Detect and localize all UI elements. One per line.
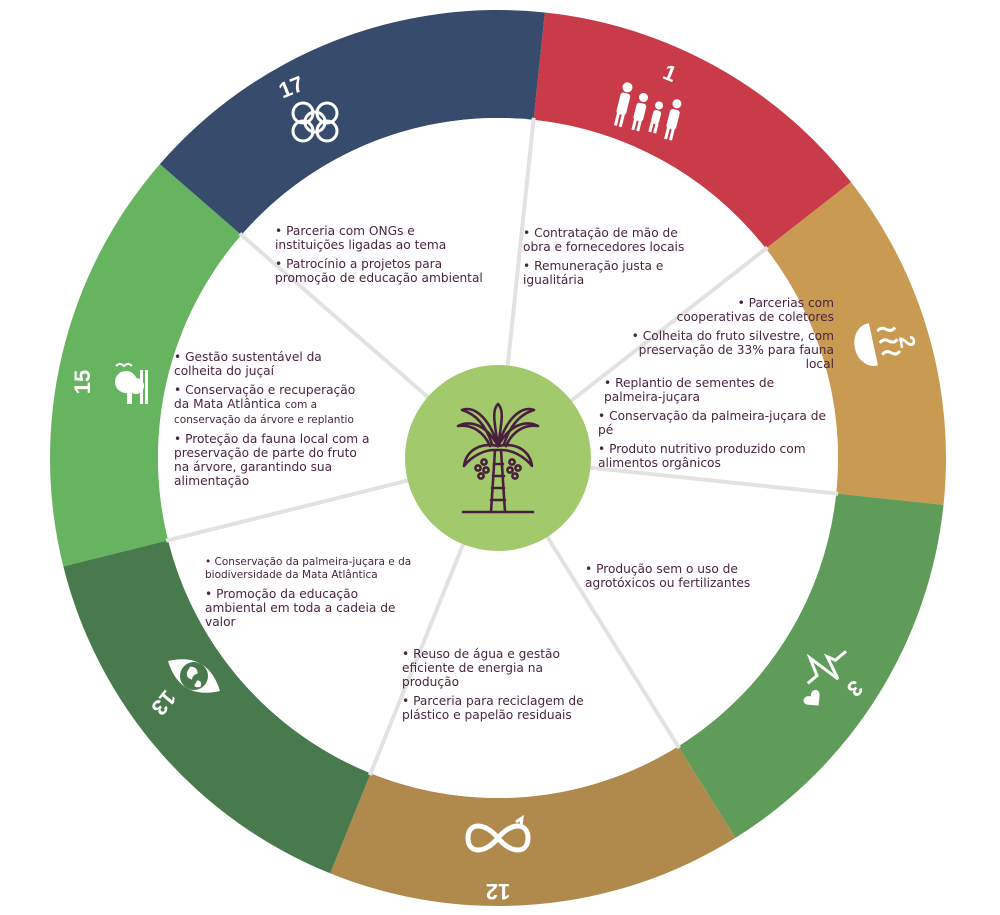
family-icon <box>613 82 682 141</box>
heartbeat-icon <box>803 650 848 706</box>
sdg-12-item: • Parceria para reciclagem de plástico e… <box>402 694 584 722</box>
sdg-2-item: • Colheita do fruto silvestre, com prese… <box>631 329 834 371</box>
spoke-line <box>238 232 432 401</box>
sdg-12-item: • Reuso de água e gestão eficiente de en… <box>402 647 560 689</box>
sdg-15-item: • Conservação e recuperação da Mata Atlâ… <box>174 383 374 427</box>
sdg-13-segment <box>63 540 371 874</box>
food-bowl-icon <box>854 323 902 366</box>
sdg-13-text-block: • Conservação da palmeira-juçara e da bi… <box>205 556 415 634</box>
sdg-15-item: • Gestão sustentável da colheita do juça… <box>174 350 322 378</box>
center-disc <box>405 365 591 551</box>
sdg-17-item: • Patrocínio a projetos para promoção de… <box>275 257 483 285</box>
sdg-12-segment <box>330 746 736 906</box>
sdg-15-item: • Proteção da fauna local com a preserva… <box>174 432 370 488</box>
sdg-17-text-block: • Parceria com ONGs e instituições ligad… <box>275 224 485 290</box>
sdg-15-item-main: • Conservação e recuperação da Mata Atlâ… <box>174 383 356 411</box>
sdg-15-segment <box>50 164 242 567</box>
spoke-line <box>165 477 412 543</box>
sdg-17-segment <box>159 10 545 235</box>
sdg-1-item: • Remuneração justa e igualitária <box>523 259 664 287</box>
sdg-15-number: 15 <box>70 370 95 394</box>
sdg-1-item: • Contratação de mão de obra e fornecedo… <box>523 226 685 254</box>
infinity-loop-icon <box>465 814 531 853</box>
spokes <box>165 117 839 776</box>
sdg-2-number: 2 <box>894 333 921 349</box>
sdg-15-item-small: com a conservação da árvore e replantio <box>174 399 354 426</box>
sdg-12-number: 12 <box>486 879 510 904</box>
sdg-2-text-block: • Parcerias com cooperativas de coletore… <box>598 296 834 475</box>
spoke-line <box>543 533 681 750</box>
sdg-3-segment <box>678 493 944 838</box>
sdg-13-item: • Conservação da palmeira-juçara e da bi… <box>205 556 412 581</box>
sdg-2-item: • Parcerias com cooperativas de coletore… <box>676 296 834 324</box>
sdg-15-text-block: • Gestão sustentável da colheita do juça… <box>174 350 374 493</box>
tree-birds-icon <box>115 363 148 404</box>
sdg-17-item: • Parceria com ONGs e instituições ligad… <box>275 224 447 252</box>
sdg-2-item: • Replantio de sementes de palmeira-juça… <box>604 376 775 404</box>
interlocking-rings-icon <box>291 101 339 143</box>
sdg-13-item: • Promoção da educação ambiental em toda… <box>205 587 396 629</box>
spoke-line <box>567 245 769 405</box>
eye-globe-icon <box>168 659 220 693</box>
spoke-line <box>368 540 467 776</box>
sdg-1-text-block: • Contratação de mão de obra e fornecedo… <box>523 226 693 292</box>
sdg-2-item: • Conservação da palmeira-juçara de pé <box>598 409 826 437</box>
sdg-3-text-block: • Produção sem o uso de agrotóxicos ou f… <box>585 562 785 595</box>
sdg-1-segment <box>533 12 852 249</box>
sdg-2-item: • Produto nutritivo produzido com alimen… <box>598 442 806 470</box>
sdg-12-text-block: • Reuso de água e gestão eficiente de en… <box>402 647 602 727</box>
palm-tree-icon <box>456 402 540 514</box>
sdg-3-item: • Produção sem o uso de agrotóxicos ou f… <box>585 562 751 590</box>
spoke-line <box>505 117 536 369</box>
spoke-line <box>587 465 839 496</box>
